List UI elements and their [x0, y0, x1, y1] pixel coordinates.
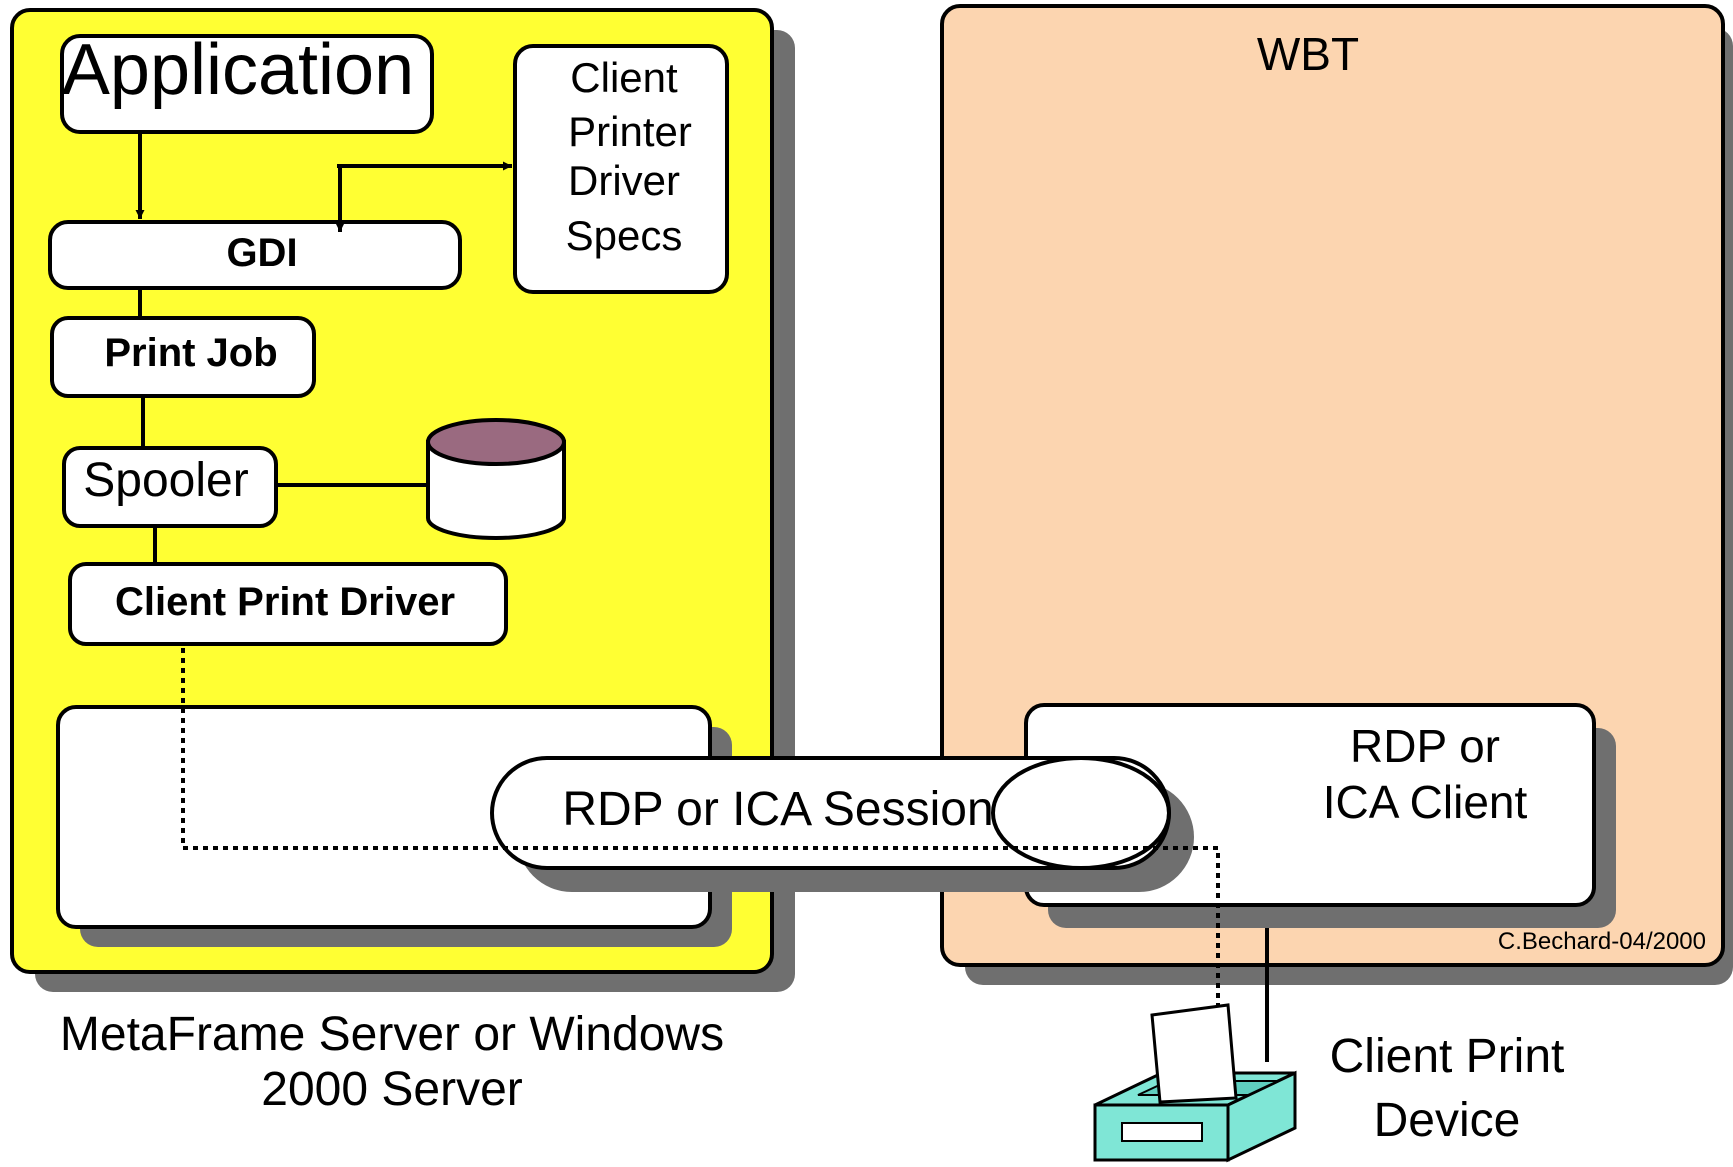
gdi-box	[48, 220, 462, 290]
spooler-box	[62, 446, 278, 528]
driver-specs-line-3: Driver	[568, 157, 680, 204]
application-label: Application	[62, 30, 414, 110]
driver-specs-line-2: Printer	[568, 108, 692, 155]
client-print-driver-label: Client Print Driver	[115, 580, 455, 624]
spooler-label: Spooler	[83, 454, 248, 507]
session-label: RDP or ICA Session	[562, 783, 993, 836]
printer-icon	[1093, 1003, 1297, 1163]
driver-specs-line-1: Client	[570, 54, 678, 101]
print-job-box	[50, 316, 316, 398]
print-job-label: Print Job	[104, 331, 277, 375]
driver-specs-box	[513, 44, 729, 294]
print-device-label-line-2: Device	[1374, 1094, 1521, 1147]
rdp-client-line-2: ICA Client	[1323, 776, 1528, 828]
session-pipe	[490, 756, 1194, 892]
credit-label: C.Bechard-04/2000	[1498, 928, 1706, 955]
wbt-title: WBT	[1257, 28, 1359, 80]
server-caption-line-1: MetaFrame Server or Windows	[60, 1008, 724, 1061]
print-data-path	[181, 648, 1223, 1042]
database-cylinder-icon	[426, 418, 566, 540]
rdp-client-line-1: RDP or	[1350, 720, 1500, 772]
driver-specs-line-4: Specs	[566, 212, 683, 259]
client-print-driver-box	[68, 562, 508, 646]
server-caption-line-2: 2000 Server	[261, 1063, 523, 1116]
gdi-label: GDI	[226, 231, 297, 275]
application-box	[60, 34, 434, 134]
print-device-label-line-1: Client Print	[1330, 1030, 1565, 1083]
